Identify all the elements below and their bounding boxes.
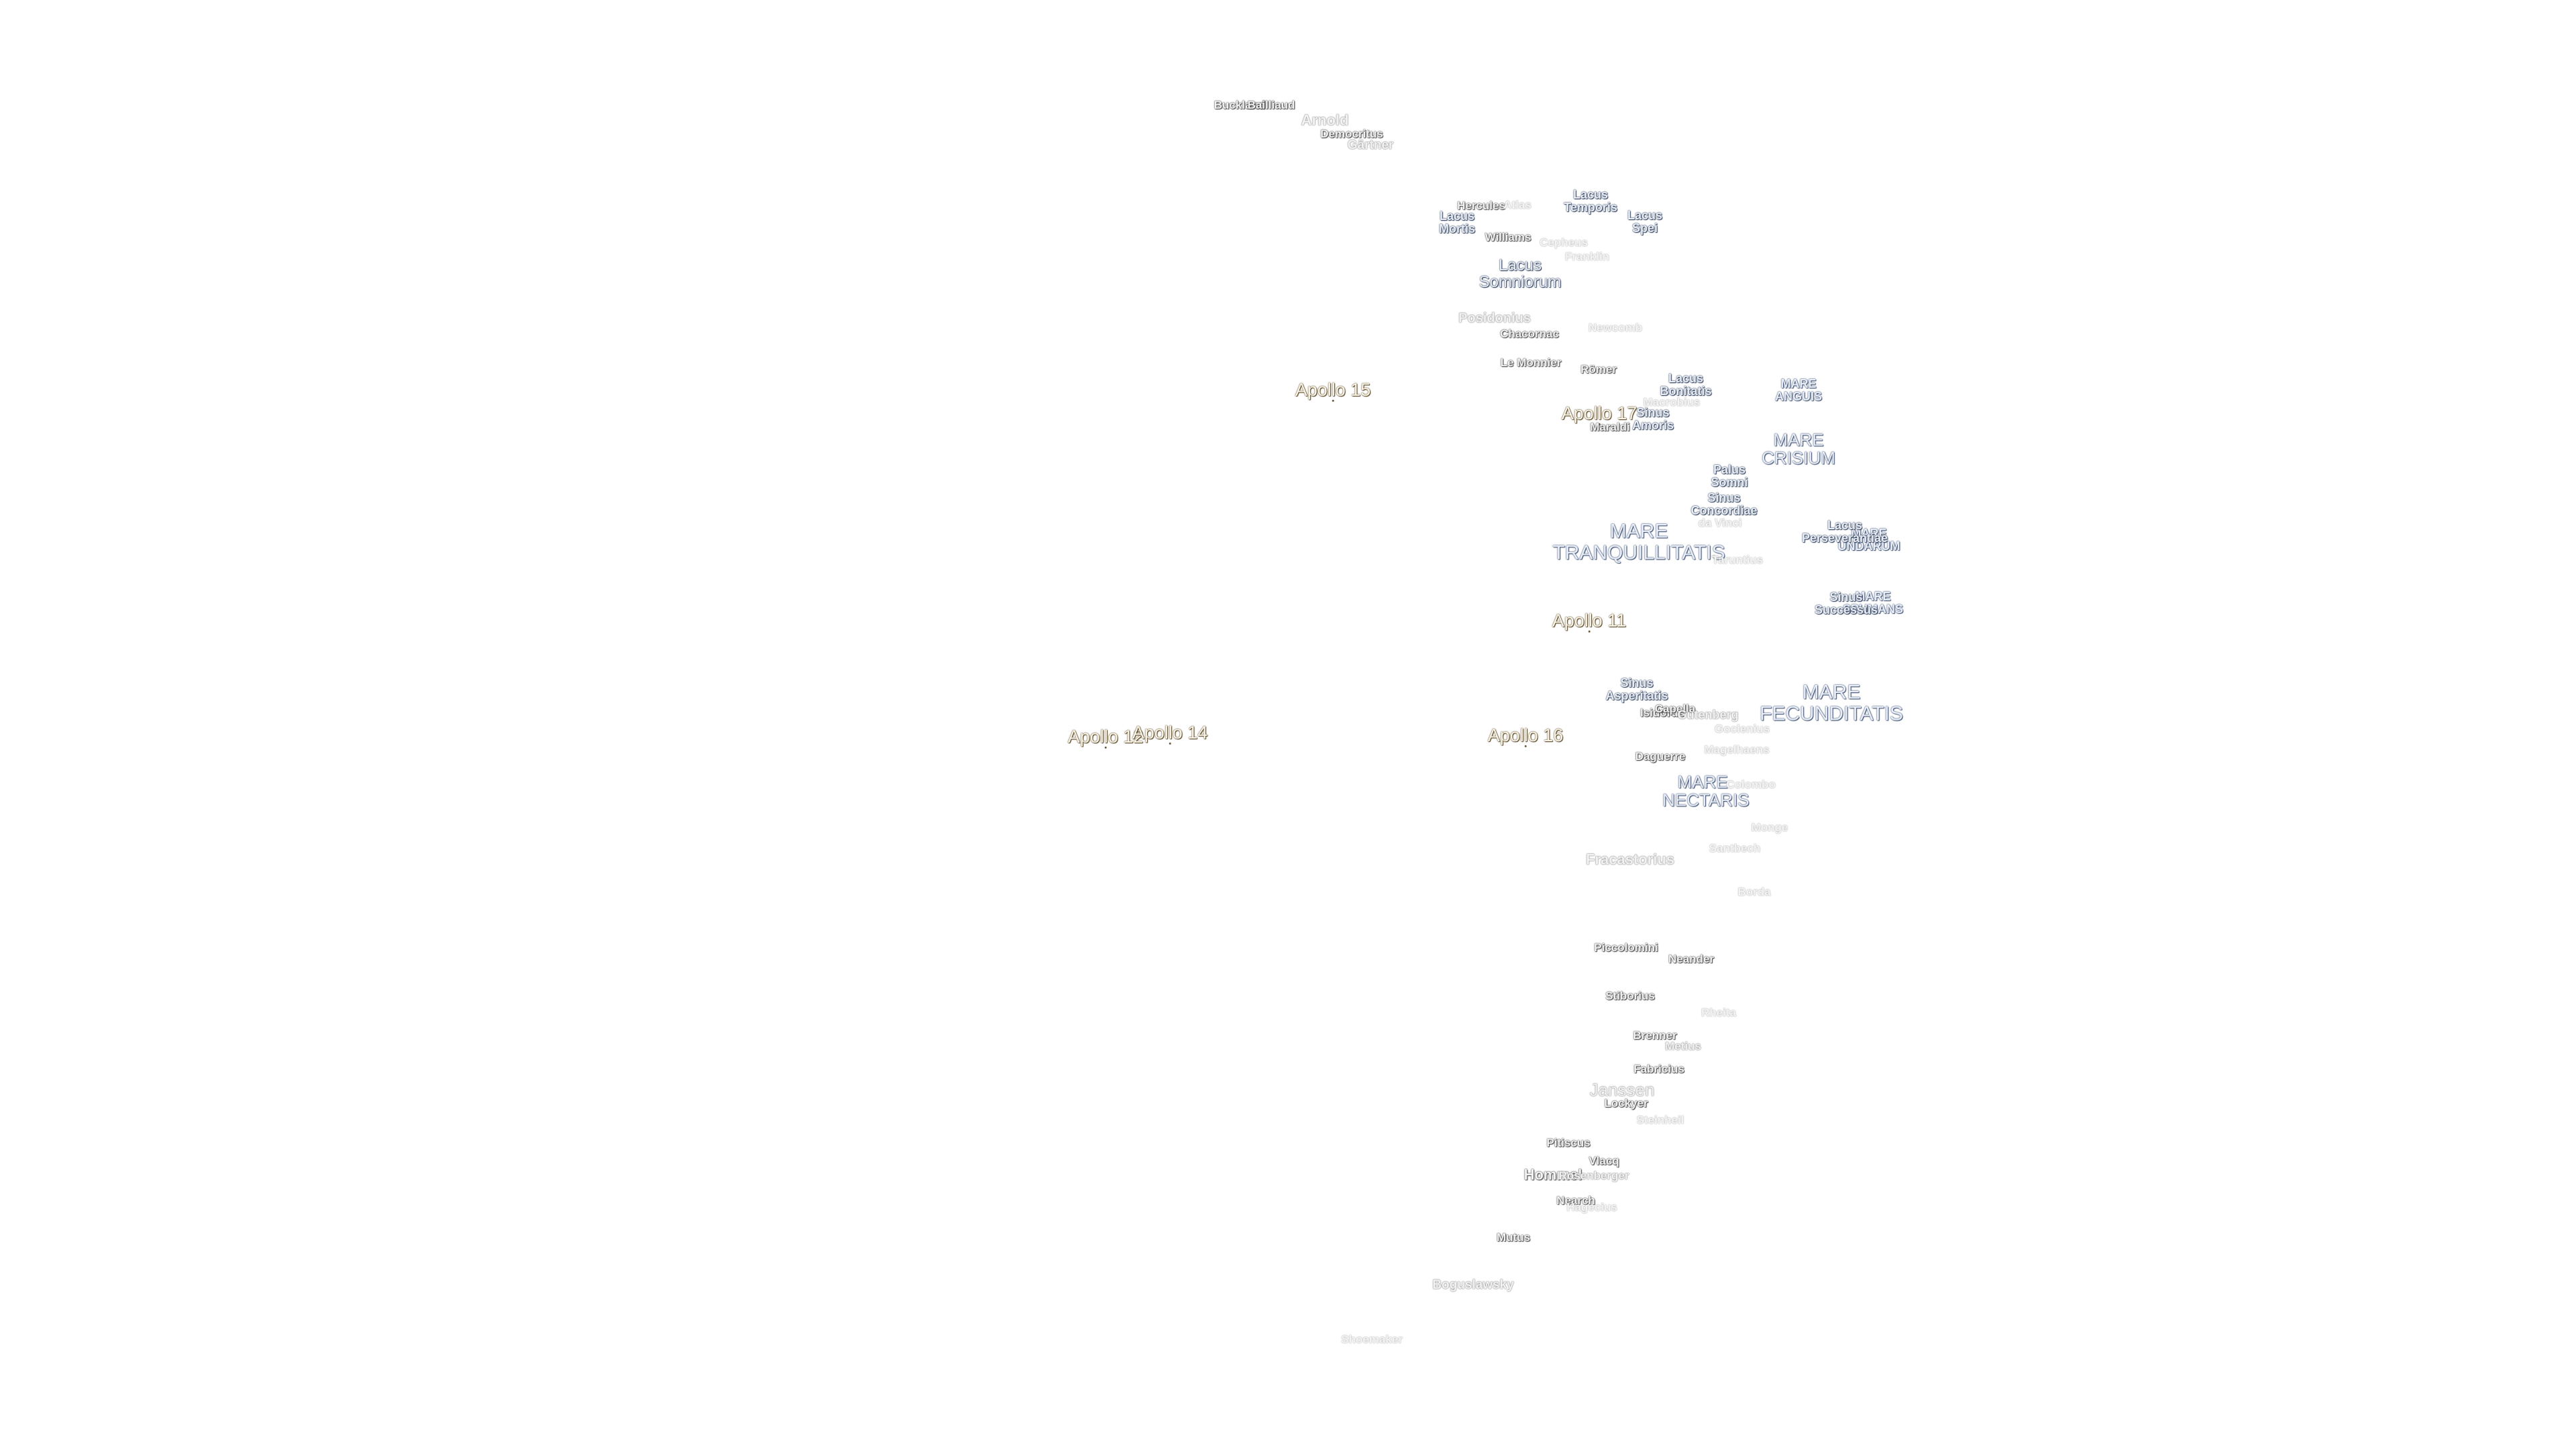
lacus-temporis-label: Lacus Temporis xyxy=(1564,188,1617,214)
crater-label: Cepheus xyxy=(1540,236,1588,250)
crater-label: Lockyer xyxy=(1604,1097,1648,1110)
crater-label: Hagecius xyxy=(1566,1201,1617,1214)
crater-label: Rheita xyxy=(1701,1006,1736,1020)
apollo-15-marker[interactable]: Apollo 15 xyxy=(1295,380,1371,402)
crater-label: Buckland xyxy=(1214,99,1266,112)
crater-label: Taruntius xyxy=(1711,553,1764,567)
crater-label: Pitiscus xyxy=(1546,1136,1591,1150)
crater-label: Capella xyxy=(1654,702,1696,716)
crater-label: Posidonius xyxy=(1458,311,1531,326)
crater-label: Le Monnier xyxy=(1500,356,1562,370)
mare-anguis-label: MARE ANGUIS xyxy=(1774,377,1822,403)
crater-label: Brenner xyxy=(1633,1029,1677,1042)
crater-label: Gärtner xyxy=(1347,138,1394,153)
crater-label: Franklin xyxy=(1564,250,1610,264)
crater-label: Monge xyxy=(1751,821,1788,835)
crater-label: Maraldi xyxy=(1590,421,1630,434)
crater-label: Mutus xyxy=(1496,1231,1531,1244)
crater-label: Williams xyxy=(1485,231,1532,244)
sinus-successus-label: Sinus Successus xyxy=(1814,590,1878,616)
mare-undarum-label: MARE UNDARUM xyxy=(1837,527,1900,553)
crater-label: Chacornac xyxy=(1500,327,1559,341)
crater-label: Newcomb xyxy=(1588,321,1643,335)
crater-label: Metius xyxy=(1665,1040,1701,1053)
crater-label: Steinheil xyxy=(1636,1114,1684,1127)
crater-label: Neander xyxy=(1668,953,1715,966)
crater-label: Vlacq xyxy=(1589,1155,1619,1168)
lacus-perseverantiae-label: Lacus Perseverantiae xyxy=(1801,519,1888,545)
lacus-mortis-label: Lacus Mortis xyxy=(1439,209,1475,235)
lacus-somniorum-label: Lacus Somniorum xyxy=(1479,256,1562,291)
crater-label: Römer xyxy=(1580,363,1617,376)
mare-spumans-label: MARE SPUMANS xyxy=(1842,590,1903,616)
crater-label: Janssen xyxy=(1589,1079,1655,1100)
sinus-concordiae-label: Sinus Concordiae xyxy=(1690,491,1758,517)
crater-label: Rosenberger xyxy=(1558,1169,1629,1183)
crater-label: Daguerre xyxy=(1635,750,1686,763)
crater-label: Fabricius xyxy=(1633,1063,1684,1076)
crater-label: Atlas xyxy=(1503,199,1532,212)
apollo-16-marker[interactable]: Apollo 16 xyxy=(1488,726,1563,748)
palus-somni-label: Palus Somni xyxy=(1711,463,1748,489)
lacus-bonitatis-label: Lacus Bonitatis xyxy=(1660,372,1712,398)
crater-label: Bailliaud xyxy=(1247,99,1295,112)
crater-label: Nearch xyxy=(1556,1194,1595,1208)
crater-label: Colombo xyxy=(1726,778,1776,792)
crater-label: Hercules xyxy=(1457,199,1505,213)
apollo-17-marker[interactable]: Apollo 17 xyxy=(1562,404,1637,426)
lacus-spei-label: Lacus Spei xyxy=(1627,209,1663,235)
crater-label: Hommel xyxy=(1523,1166,1582,1183)
crater-label: Isidorus xyxy=(1640,706,1685,720)
mare-crisium-label: MARE CRISIUM xyxy=(1762,429,1835,468)
crater-label: Democritus xyxy=(1320,127,1383,141)
mare-fecunditatis-label: MARE FECUNDITATIS xyxy=(1760,681,1903,724)
mare-nectaris-label: MARE NECTARIS xyxy=(1662,771,1750,810)
apollo-11-marker[interactable]: Apollo 11 xyxy=(1552,611,1626,633)
crater-label: Goclenius xyxy=(1714,722,1770,736)
sinus-amoris-label: Sinus Amoris xyxy=(1631,406,1674,432)
sinus-asperitatis-label: Sinus Asperitatis xyxy=(1605,676,1668,702)
crater-label: Piccolomini xyxy=(1594,941,1658,955)
crater-label: Santbech xyxy=(1709,842,1761,855)
mare-tranquillitatis-label: MARE TRANQUILLITATIS xyxy=(1552,520,1725,564)
crater-label: da Vinci xyxy=(1698,517,1742,530)
crater-label: Macrobius xyxy=(1643,396,1701,409)
apollo-14-marker[interactable]: Apollo 14 xyxy=(1132,723,1208,745)
crater-label: Arnold xyxy=(1301,111,1349,129)
crater-label: Stiborius xyxy=(1605,989,1655,1003)
apollo-12-marker[interactable]: Apollo 12 xyxy=(1068,727,1143,749)
crater-label: Magelhaens xyxy=(1704,743,1770,757)
crater-label: Gutenberg xyxy=(1677,708,1739,722)
crater-label: Borda xyxy=(1737,885,1771,899)
crater-label: Fracastorius xyxy=(1585,851,1675,868)
crater-label: Boguslawsky xyxy=(1432,1278,1514,1293)
crater-label: Shoemaker xyxy=(1341,1333,1403,1346)
